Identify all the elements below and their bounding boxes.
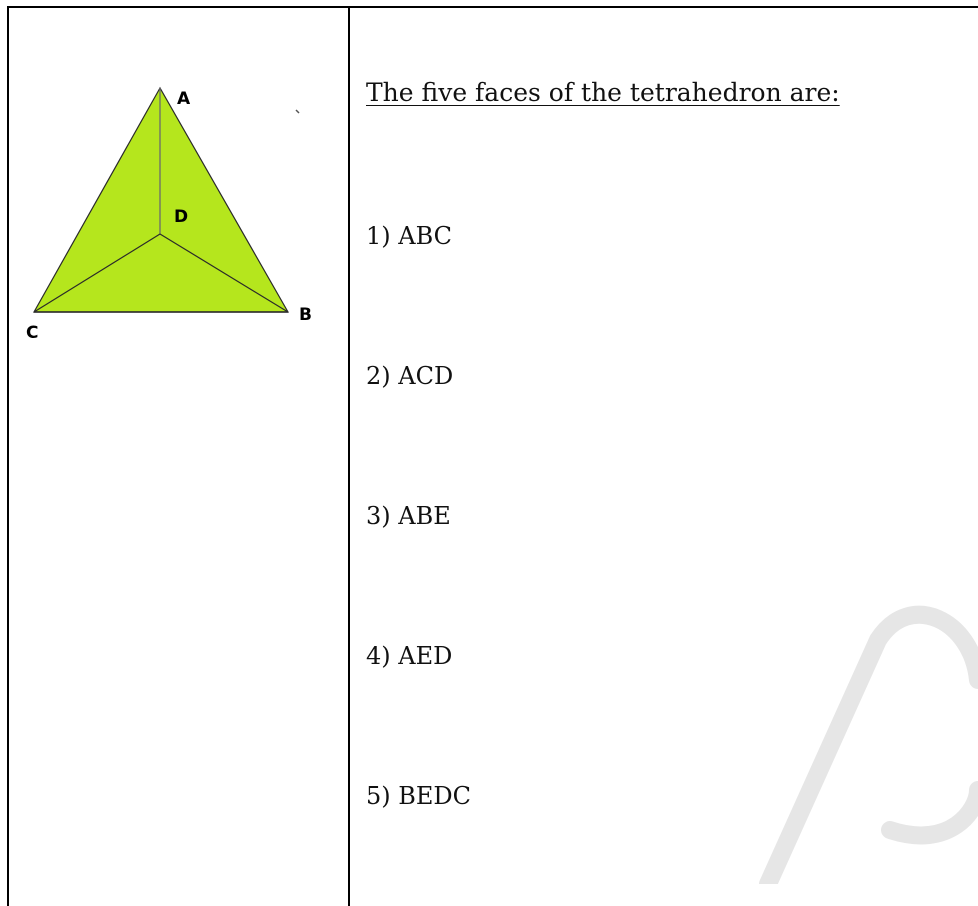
faces-heading: The five faces of the tetrahedron are:	[366, 78, 840, 107]
table-border	[7, 6, 978, 906]
edge-dc	[33, 233, 161, 313]
triangle-face-abc	[32, 86, 290, 313]
face-item-2: 2) ACD	[366, 362, 454, 390]
face-item-3: 3) ABE	[366, 502, 451, 530]
face-item-4: 4) AED	[366, 642, 453, 670]
column-divider	[348, 6, 350, 906]
vertex-label-b: B	[299, 305, 312, 325]
stray-mark	[295, 109, 300, 114]
vertex-label-c: C	[26, 323, 38, 343]
edge-db	[159, 233, 289, 313]
face-item-5: 5) BEDC	[366, 782, 472, 810]
vertex-label-d: D	[174, 207, 188, 227]
tetrahedron-figure: A D C B	[26, 86, 312, 343]
vertex-label-a: A	[177, 89, 191, 109]
face-item-1: 1) ABC	[366, 222, 453, 250]
watermark-logo	[759, 605, 978, 884]
